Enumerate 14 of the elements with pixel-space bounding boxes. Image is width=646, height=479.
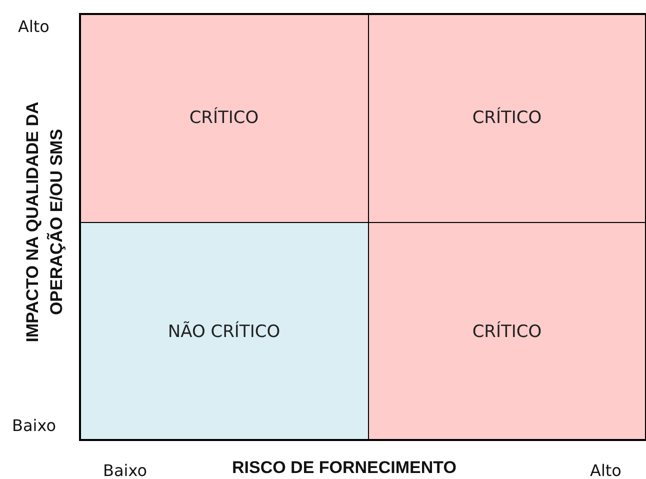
quadrant-label: CRÍTICO — [472, 108, 542, 128]
quadrant-cell — [368, 222, 646, 441]
axis-tick-label: Baixo — [103, 461, 147, 479]
quadrant-label: CRÍTICO — [472, 322, 542, 342]
y-axis-title: IMPACTO NA QUALIDADE DA OPERAÇÃO E/OU SMS — [22, 100, 67, 344]
quadrant-label: NÃO CRÍTICO — [168, 322, 280, 342]
quadrant-cell — [79, 13, 369, 223]
quadrant-cell — [368, 13, 646, 223]
quadrant-label: CRÍTICO — [189, 108, 259, 128]
quadrant-cell — [79, 222, 369, 441]
x-axis-title: RISCO DE FORNECIMENTO — [232, 458, 456, 478]
axis-tick-label: Alto — [18, 17, 50, 36]
axis-tick-label: Alto — [590, 461, 622, 479]
axis-tick-label: Baixo — [12, 416, 56, 435]
